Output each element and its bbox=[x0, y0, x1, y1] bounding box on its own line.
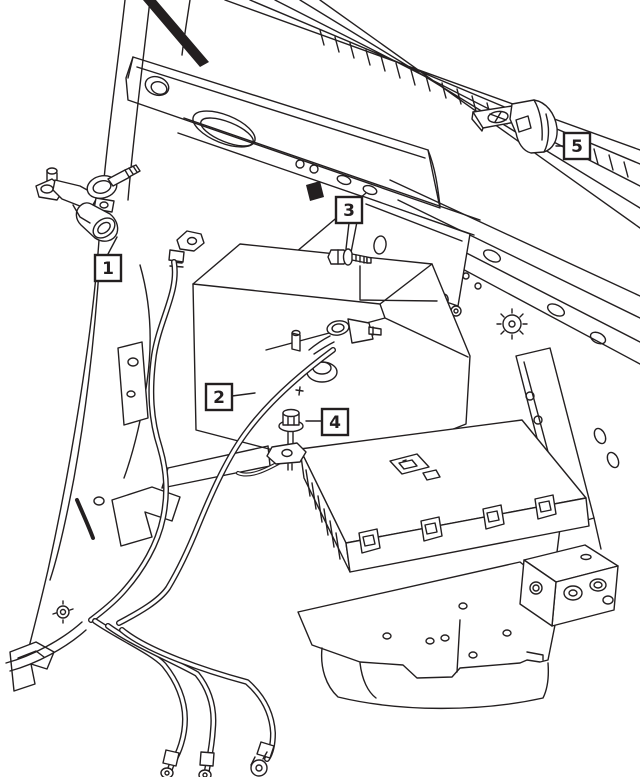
wiring-harness bbox=[5, 259, 336, 777]
battery-warning-icon bbox=[389, 453, 441, 481]
leader-2 bbox=[231, 392, 256, 397]
fender bbox=[9, 0, 181, 692]
callout-3: 3 bbox=[334, 195, 364, 225]
leader-3 bbox=[345, 222, 438, 302]
hanging-cable-b bbox=[105, 623, 217, 777]
fuse-box-ribs bbox=[305, 469, 341, 560]
callout-3-label: 3 bbox=[343, 201, 355, 221]
callouts: 1 2 3 4 5 bbox=[93, 131, 592, 437]
callout-5: 5 bbox=[562, 131, 592, 161]
cable-band-b bbox=[199, 751, 215, 767]
thin-wires bbox=[5, 621, 87, 672]
cable-band-a bbox=[162, 749, 180, 767]
cable-band-c bbox=[256, 741, 275, 759]
bracket-cap-part5 bbox=[471, 99, 558, 154]
fuse-box-latches bbox=[358, 494, 557, 554]
callout-2-label: 2 bbox=[213, 388, 225, 408]
pillar-shadow bbox=[143, 0, 209, 67]
leader-lines bbox=[107, 145, 565, 422]
callout-5-label: 5 bbox=[571, 137, 583, 157]
flange-nut-part4 bbox=[278, 408, 304, 433]
stud-and-ring-terminal bbox=[266, 430, 307, 471]
fuse-box bbox=[299, 419, 590, 573]
ring-terminal-a bbox=[160, 767, 174, 777]
callout-2: 2 bbox=[204, 382, 234, 412]
ring-terminal-c bbox=[250, 751, 268, 777]
leader-1 bbox=[107, 236, 118, 255]
tray-bolt-block bbox=[519, 544, 619, 627]
callout-1-label: 1 bbox=[102, 259, 114, 279]
hex-bolt-part3 bbox=[327, 248, 372, 266]
callout-4-label: 4 bbox=[329, 413, 341, 433]
fender-lower-bracket bbox=[9, 641, 55, 692]
battery-tray bbox=[161, 445, 557, 710]
fender-bracket-strip bbox=[117, 341, 149, 426]
fender-zigzag-bracket bbox=[111, 486, 181, 547]
callout-4: 4 bbox=[320, 407, 350, 437]
callout-1: 1 bbox=[93, 253, 123, 283]
battery-terminal-clamp bbox=[308, 318, 382, 355]
connector-assembly-part1 bbox=[35, 164, 141, 242]
battery-post bbox=[291, 332, 301, 352]
upper-beam bbox=[125, 56, 441, 209]
